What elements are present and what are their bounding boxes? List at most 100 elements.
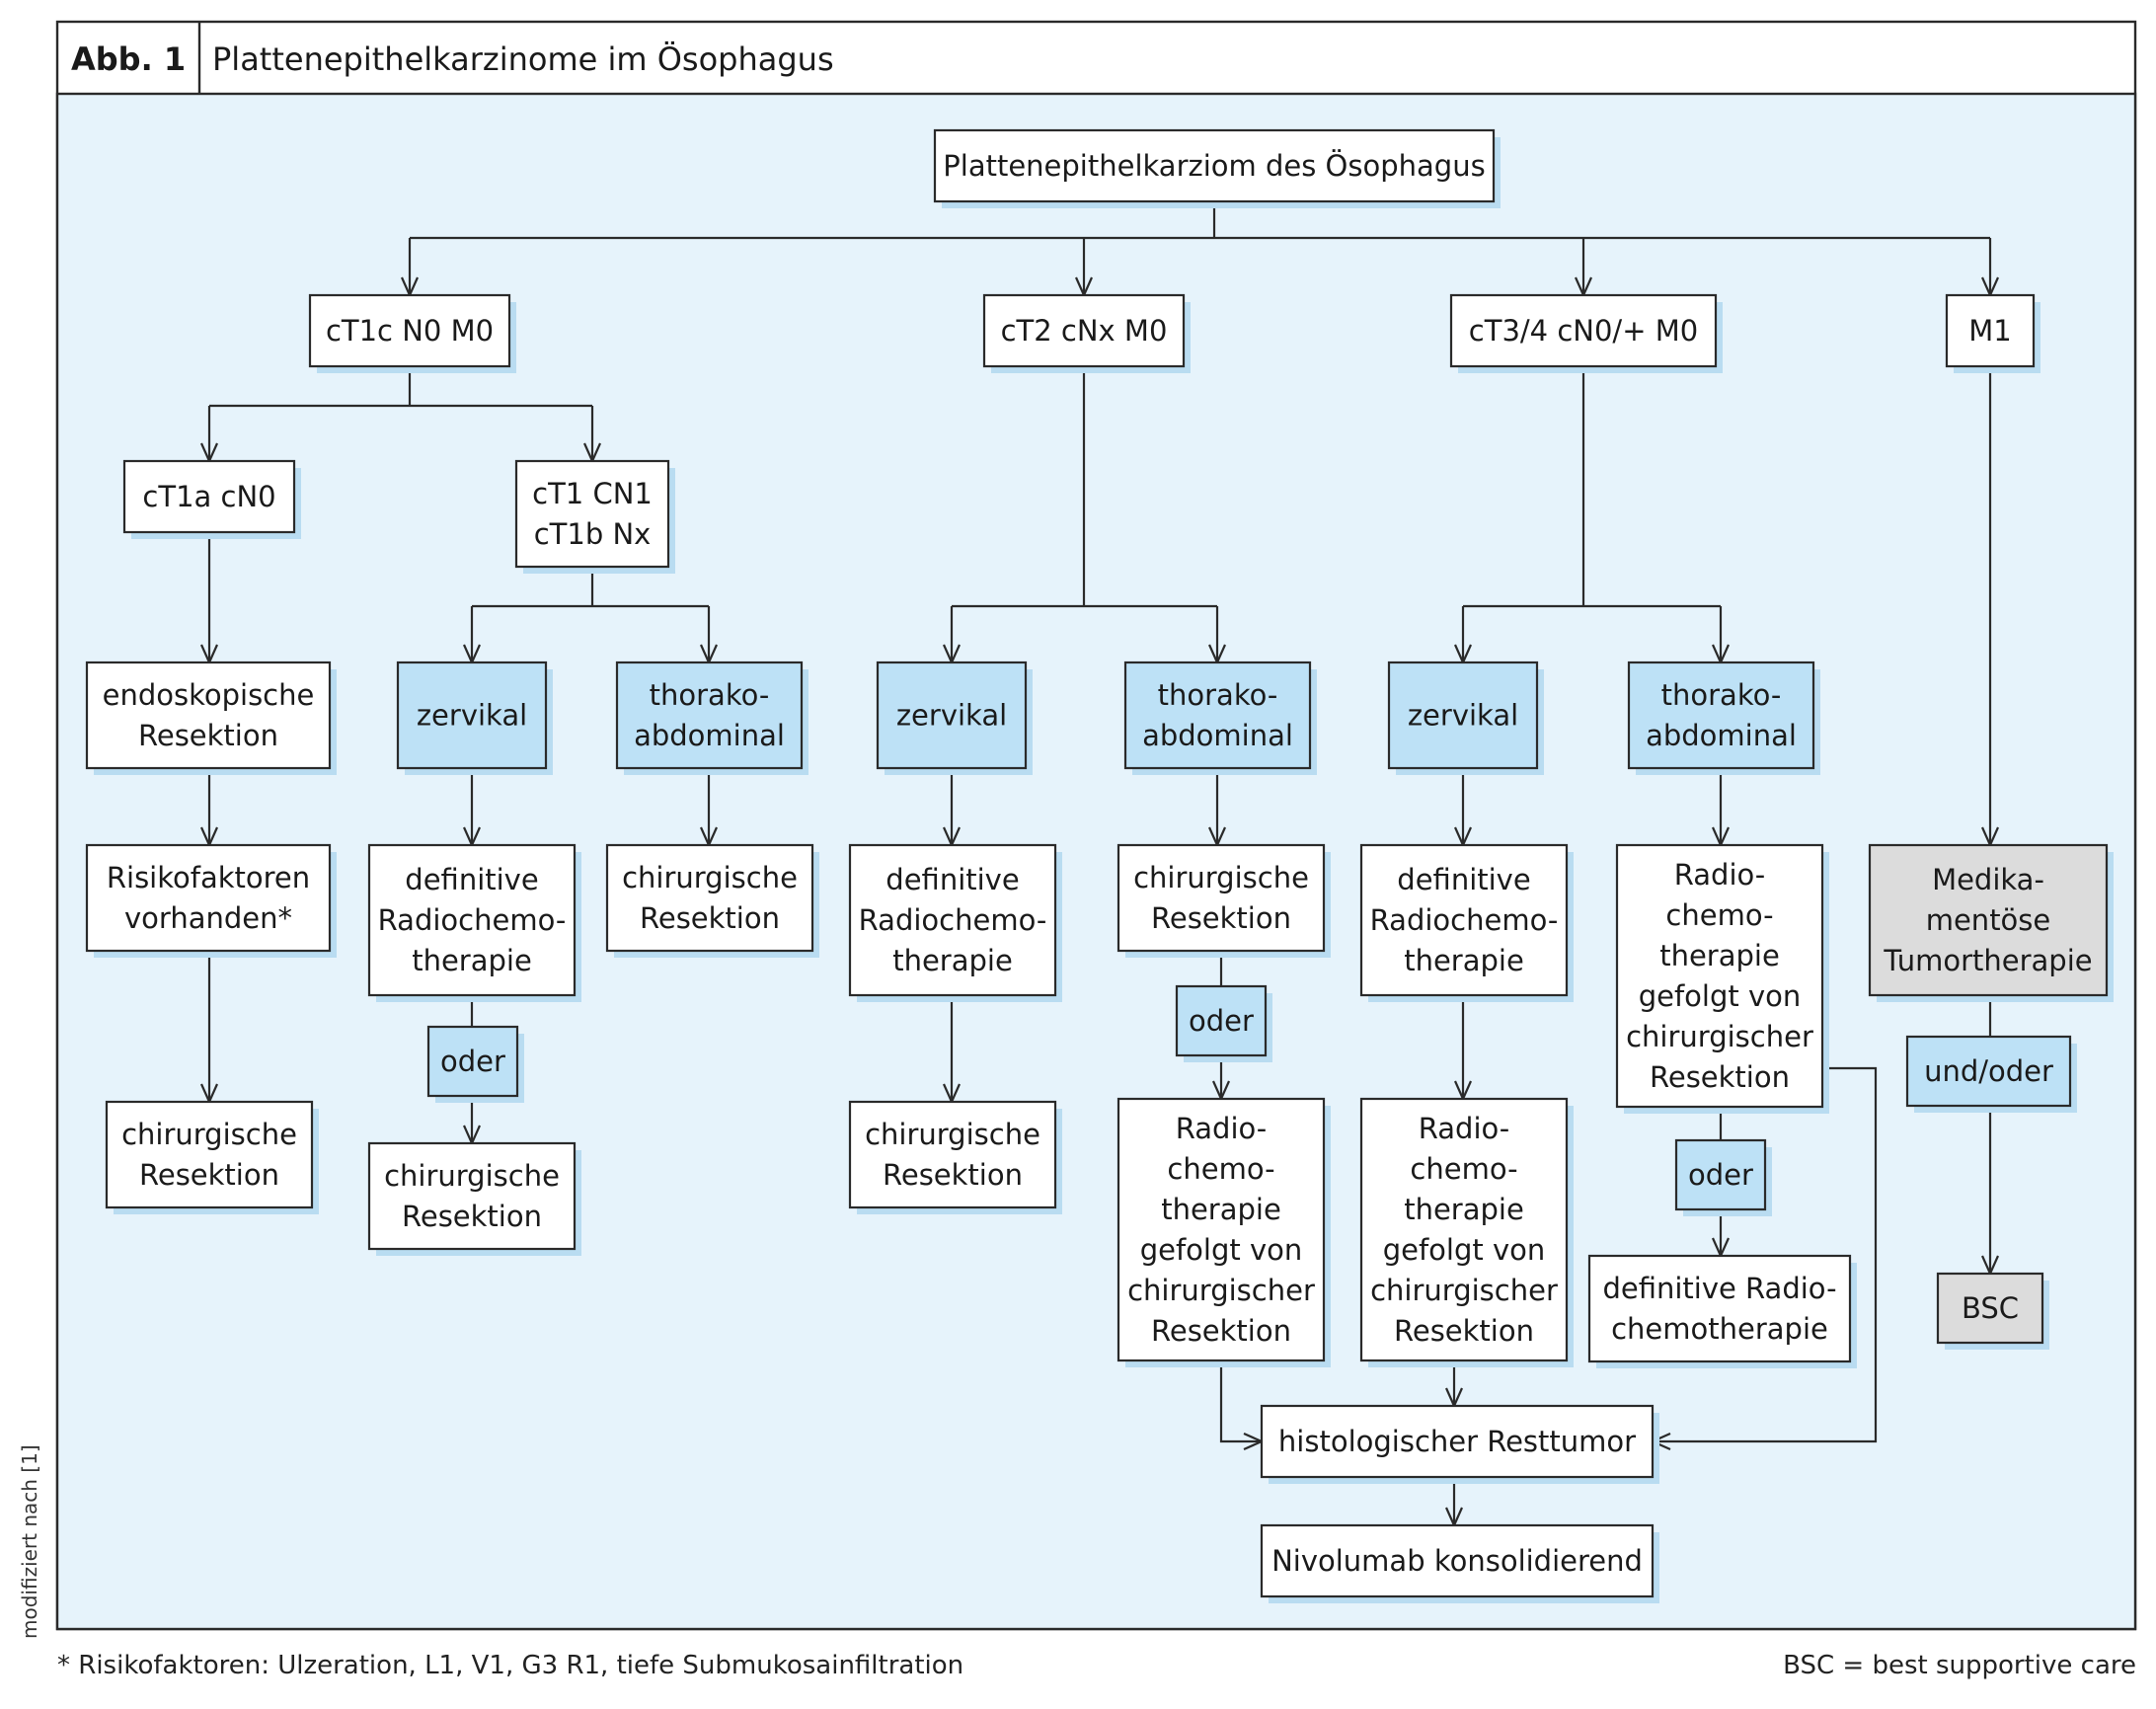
- node-label-line: Resektion: [1650, 1060, 1790, 1094]
- node-label-line: zervikal: [1408, 698, 1518, 732]
- node-label-line: Resektion: [1394, 1314, 1534, 1348]
- node-oder2: oder: [1175, 984, 1272, 1062]
- node-label-line: chirurgische: [865, 1118, 1040, 1151]
- node-label-line: gefolgt von: [1140, 1233, 1303, 1267]
- node-label-line: Resektion: [402, 1200, 542, 1233]
- node-label-line: M1: [1968, 314, 2011, 348]
- node-label-line: chirurgische: [1133, 861, 1309, 894]
- connector-44: [1653, 1066, 1878, 1441]
- node-label-line: cT1 CN1: [532, 477, 653, 510]
- node-label-line: definitive Radio-: [1602, 1272, 1836, 1305]
- node-label-line: thorako-: [1158, 678, 1278, 712]
- node-label-line: chemo-: [1167, 1152, 1274, 1186]
- node-label-line: Medika-: [1932, 863, 2044, 896]
- node-label-line: zervikal: [896, 698, 1007, 732]
- node-box: [426, 1025, 519, 1098]
- node-box: [933, 128, 1496, 203]
- node-box: [615, 660, 804, 770]
- node-bsc: BSC: [1936, 1272, 2049, 1350]
- node-label-line: Radio-: [1176, 1112, 1268, 1145]
- node-box: [85, 660, 332, 770]
- node-box: [605, 843, 814, 953]
- node-label-line: Resektion: [138, 719, 278, 752]
- figure-title: Plattenepithelkarzinome im Ösophagus: [212, 40, 834, 78]
- node-label-line: Radiochemo-: [378, 903, 567, 937]
- node-label-line: oder: [1688, 1158, 1753, 1192]
- node-label-line: cT2 cNx M0: [1001, 314, 1168, 348]
- node-box: [1116, 843, 1326, 953]
- node-label-line: Nivolumab konsolidierend: [1271, 1544, 1643, 1578]
- node-box: [1387, 660, 1539, 770]
- node-label-line: cT1b Nx: [534, 517, 652, 551]
- node-label-line: abdominal: [1646, 719, 1797, 752]
- node-label-line: chirurgische: [121, 1118, 297, 1151]
- node-label-line: cT1a cN0: [142, 480, 275, 513]
- node-box: [1260, 1404, 1655, 1479]
- node-t2: cT2 cNx M0: [982, 293, 1191, 373]
- node-oder1: oder: [426, 1025, 524, 1103]
- node-tha1: thorako-abdominal: [615, 660, 808, 775]
- footnote-bsc: BSC = best supportive care: [1783, 1651, 2136, 1680]
- node-box: [122, 459, 296, 534]
- node-label-line: definitive: [1397, 863, 1530, 896]
- node-label-line: therapie: [1404, 1193, 1524, 1226]
- node-label-line: Plattenepithelkarziom des Ösophagus: [943, 149, 1485, 183]
- node-t1c: cT1c N0 M0: [308, 293, 516, 373]
- node-box: [396, 660, 548, 770]
- node-label-line: chirurgischer: [1626, 1020, 1813, 1053]
- node-box: [848, 843, 1057, 997]
- node-box: [1905, 1035, 2072, 1108]
- node-label-line: chirurgische: [384, 1159, 560, 1193]
- node-label-line: histologischer Resttumor: [1278, 1425, 1636, 1458]
- node-label-line: definitive: [405, 863, 538, 896]
- node-label-line: gefolgt von: [1639, 979, 1802, 1013]
- node-box: [367, 1141, 577, 1251]
- node-tha3: thorako-abdominal: [1627, 660, 1820, 775]
- node-box: [1116, 1097, 1326, 1362]
- node-box: [1359, 843, 1569, 997]
- connector-42: [1219, 1360, 1262, 1441]
- node-zerv1: zervikal: [396, 660, 553, 775]
- node-label-line: thorako-: [1661, 678, 1782, 712]
- footnote-risk-factors: * Risikofaktoren: Ulzeration, L1, V1, G3…: [57, 1651, 964, 1680]
- node-label-line: therapie: [1404, 944, 1524, 977]
- node-box: [876, 660, 1028, 770]
- node-label-line: chirurgische: [622, 861, 798, 894]
- node-label-line: oder: [1189, 1004, 1254, 1038]
- node-box: [1587, 1254, 1852, 1363]
- node-label-line: definitive: [886, 863, 1019, 896]
- node-label-line: Resektion: [640, 901, 780, 935]
- node-box: [85, 843, 332, 953]
- node-rest: histologischer Resttumor: [1260, 1404, 1659, 1484]
- node-label-line: oder: [440, 1045, 505, 1078]
- node-label-line: zervikal: [417, 698, 527, 732]
- node-label-line: Resektion: [1151, 901, 1291, 935]
- node-t34: cT3/4 cN0/+ M0: [1449, 293, 1723, 373]
- node-label-line: chemo-: [1665, 898, 1773, 932]
- node-box: [1615, 843, 1824, 1109]
- node-label-line: Radiochemo-: [859, 903, 1047, 937]
- node-box: [1359, 1097, 1569, 1362]
- node-box: [1123, 660, 1312, 770]
- node-root: Plattenepithelkarziom des Ösophagus: [933, 128, 1501, 208]
- node-label-line: therapie: [412, 944, 532, 977]
- node-label-line: BSC: [1962, 1291, 2019, 1325]
- node-label-line: Resektion: [883, 1158, 1023, 1192]
- node-box: [1945, 293, 2036, 368]
- node-label-line: mentöse: [1926, 903, 2051, 937]
- node-box: [1175, 984, 1268, 1057]
- node-zerv3: zervikal: [1387, 660, 1544, 775]
- node-label-line: Resektion: [139, 1158, 279, 1192]
